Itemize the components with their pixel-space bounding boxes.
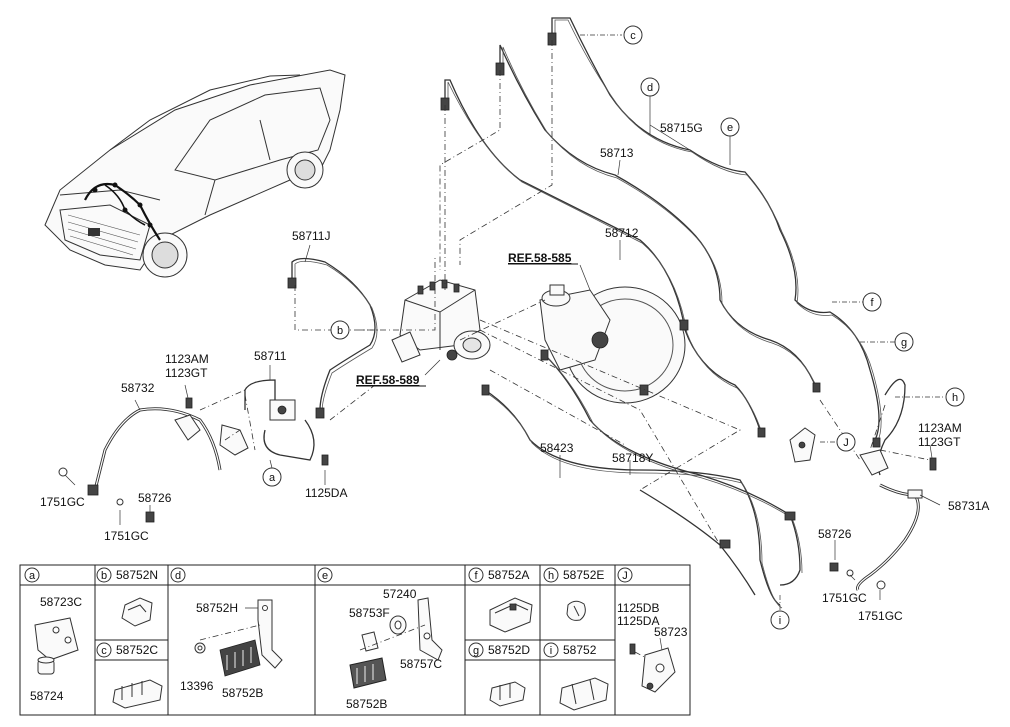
label-58732: 58732 [121, 381, 155, 395]
label-58711J: 58711J [292, 229, 330, 243]
lower-brake-lines [481, 349, 803, 609]
svg-text:c: c [630, 30, 636, 42]
svg-text:g: g [473, 645, 479, 657]
svg-text:h: h [952, 392, 958, 404]
svg-text:a: a [29, 570, 36, 582]
label-1123GT-right: 1123GT [918, 435, 961, 449]
svg-text:i: i [779, 615, 781, 627]
svg-text:58752B: 58752B [222, 686, 263, 700]
svg-text:1125DA: 1125DA [617, 614, 659, 628]
svg-text:58752E: 58752E [563, 568, 604, 582]
callout-b[interactable]: b [330, 320, 350, 340]
main-labels: 58711J 58711 58732 1123AM 1123GT 1751GC … [40, 121, 989, 623]
callout-i[interactable]: i [770, 610, 790, 630]
svg-text:58723C: 58723C [40, 595, 82, 609]
svg-text:b: b [101, 570, 107, 582]
callout-e[interactable]: e [720, 117, 740, 137]
svg-text:i: i [550, 645, 552, 657]
leader-dash-lines [199, 40, 931, 546]
label-1123AM-right: 1123AM [918, 421, 962, 435]
legend-cell-J: J 1125DB 1125DA 58723 [617, 567, 688, 693]
brake-lines [440, 17, 882, 448]
front-left-lines [58, 257, 378, 523]
legend-cell-b: b 58752N [96, 567, 158, 627]
svg-text:13396: 13396 [180, 679, 214, 693]
legend-cell-c: c 58752C [96, 642, 163, 709]
svg-text:1125DB: 1125DB [617, 601, 659, 615]
label-leader-lines [64, 34, 945, 612]
legend-table: a 58723C 58724 b 58752N c 58752C [19, 564, 691, 716]
svg-text:58724: 58724 [30, 689, 64, 703]
svg-text:58757C: 58757C [400, 657, 442, 671]
svg-text:c: c [101, 645, 107, 657]
svg-text:d: d [175, 570, 181, 582]
legend-cell-g: g 58752D [468, 642, 530, 707]
svg-text:f: f [870, 297, 874, 309]
label-58718Y: 58718Y [612, 451, 653, 465]
callout-a[interactable]: a [262, 467, 282, 487]
label-58711: 58711 [254, 349, 287, 363]
svg-text:J: J [622, 570, 628, 582]
callout-h[interactable]: h [945, 387, 965, 407]
svg-text:58752B: 58752B [346, 697, 387, 711]
svg-text:58752D: 58752D [488, 643, 530, 657]
svg-text:58752H: 58752H [196, 601, 238, 615]
svg-text:57240: 57240 [383, 587, 417, 601]
label-58712: 58712 [605, 226, 639, 240]
svg-text:f: f [474, 570, 478, 582]
label-58726-right: 58726 [818, 527, 852, 541]
legend-cell-d: d 58752H 13396 58752B [170, 567, 283, 700]
svg-text:58752: 58752 [563, 643, 597, 657]
svg-text:58752N: 58752N [116, 568, 158, 582]
svg-text:58723: 58723 [654, 625, 688, 639]
ref-58-589: REF.58-589 [356, 373, 420, 387]
callout-J[interactable]: J [836, 432, 856, 452]
bracket-j [789, 427, 816, 463]
legend-cell-a: a 58723C 58724 [24, 567, 82, 703]
svg-text:b: b [337, 325, 343, 337]
vehicle-illustration [44, 69, 346, 278]
svg-text:58753F: 58753F [349, 606, 390, 620]
legend-cell-e: e 57240 58753F 58757C 58752B [317, 567, 443, 711]
svg-text:J: J [843, 437, 849, 449]
label-58726-left: 58726 [138, 491, 172, 505]
label-58423: 58423 [540, 441, 574, 455]
label-1751GC-d: 1751GC [858, 609, 903, 623]
svg-text:h: h [548, 570, 554, 582]
svg-text:d: d [647, 82, 653, 94]
svg-text:e: e [322, 570, 328, 582]
svg-text:e: e [727, 122, 733, 134]
label-1751GC-b: 1751GC [104, 529, 149, 543]
svg-text:a: a [269, 472, 276, 484]
svg-text:g: g [901, 337, 907, 349]
ref-58-585: REF.58-585 [508, 251, 572, 265]
label-1123AM-left: 1123AM [165, 352, 209, 366]
label-58731A: 58731A [948, 499, 989, 513]
svg-text:58752C: 58752C [116, 643, 158, 657]
svg-text:58752A: 58752A [488, 568, 529, 582]
label-58713: 58713 [600, 146, 634, 160]
abs-module [391, 279, 491, 363]
front-right-lines [829, 378, 937, 591]
label-1751GC-c: 1751GC [822, 591, 867, 605]
legend-cell-f: f 58752A [468, 567, 533, 633]
legend-cell-i: i 58752 [543, 642, 609, 711]
label-1123GT-left: 1123GT [165, 366, 208, 380]
callout-f[interactable]: f [862, 292, 882, 312]
brake-booster [539, 284, 689, 404]
callout-circles: c d e f g h J b a i [262, 25, 965, 630]
label-58715G: 58715G [660, 121, 703, 135]
label-1125DA: 1125DA [305, 486, 347, 500]
callout-c[interactable]: c [623, 25, 643, 45]
label-1751GC-a: 1751GC [40, 495, 85, 509]
legend-cell-h: h 58752E [543, 567, 604, 621]
callout-g[interactable]: g [894, 332, 914, 352]
callout-d[interactable]: d [640, 77, 660, 97]
